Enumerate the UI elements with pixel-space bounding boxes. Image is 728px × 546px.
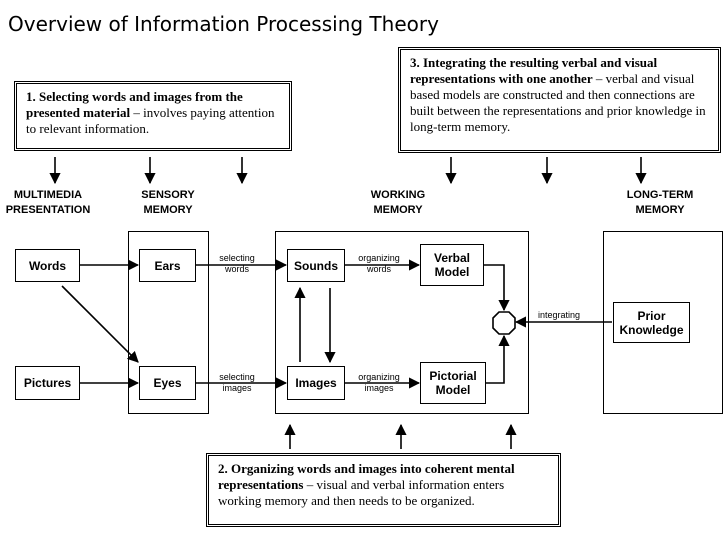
label-integrating: integrating — [537, 310, 581, 320]
label-working-memory: WORKING MEMORY — [352, 188, 444, 218]
label-selecting-words: selecting words — [212, 253, 262, 275]
node-ears: Ears — [139, 249, 196, 282]
label-working-line2: MEMORY — [373, 204, 423, 216]
label-organizing-words: organizing words — [350, 253, 408, 275]
organizing-images-line1: organizing — [358, 372, 400, 382]
callout-integrating-heading: 3. Integrating the resulting verbal and … — [410, 55, 658, 86]
arrow-pictorial-integrate — [486, 334, 510, 384]
selecting-images-line1: selecting — [219, 372, 255, 382]
prior-knowledge-line1: Prior — [637, 308, 666, 323]
callout-organizing-heading: 2. Organizing words and images into cohe… — [218, 461, 515, 492]
organizing-words-line1: organizing — [358, 253, 400, 263]
label-working-line1: WORKING — [370, 189, 426, 201]
node-verbal-model: Verbal Model — [420, 244, 484, 286]
arrow-verbal-integrate — [484, 264, 510, 312]
label-sensory-line1: SENSORY — [141, 189, 195, 201]
node-pictorial-model: Pictorial Model — [420, 362, 486, 404]
verbal-model-line1: Verbal — [433, 251, 471, 265]
organizing-images-line2: images — [364, 383, 394, 393]
label-multimedia-line1: MULTIMEDIA — [13, 189, 83, 201]
label-organizing-images: organizing images — [350, 372, 408, 394]
node-pictures: Pictures — [15, 366, 80, 400]
node-prior-knowledge: Prior Knowledge — [613, 302, 690, 343]
selecting-words-line2: words — [224, 264, 249, 274]
callout-selecting-heading: 1. Selecting words and images from the p… — [26, 89, 243, 120]
selecting-words-line1: selecting — [219, 253, 255, 263]
label-multimedia-presentation: MULTIMEDIA PRESENTATION — [0, 188, 96, 218]
label-long-term-memory: LONG-TERM MEMORY — [610, 188, 710, 218]
callout-selecting: 1. Selecting words and images from the p… — [14, 81, 292, 151]
node-images: Images — [287, 366, 345, 400]
sensory-memory-zone — [128, 231, 209, 414]
callout-selecting-text: – involves paying attention to relevant … — [26, 105, 275, 136]
node-eyes: Eyes — [139, 366, 196, 400]
callout-integrating-text: – verbal and visual based models are con… — [410, 71, 706, 134]
prior-knowledge-line2: Knowledge — [619, 322, 684, 337]
callout-integrating: 3. Integrating the resulting verbal and … — [398, 47, 721, 153]
node-sounds: Sounds — [287, 249, 345, 282]
node-words: Words — [15, 249, 80, 282]
selecting-images-line2: images — [222, 383, 252, 393]
integration-node — [492, 311, 516, 335]
slide-title: Overview of Information Processing Theor… — [8, 12, 439, 36]
label-sensory-memory: SENSORY MEMORY — [124, 188, 212, 218]
organizing-words-line2: words — [366, 264, 391, 274]
callout-organizing-text: – visual and verbal information enters w… — [218, 477, 505, 508]
pictorial-model-line1: Pictorial — [429, 369, 477, 383]
label-longterm-line1: LONG-TERM — [626, 189, 694, 201]
callout-organizing: 2. Organizing words and images into cohe… — [206, 453, 561, 527]
label-longterm-line2: MEMORY — [635, 204, 685, 216]
label-selecting-images: selecting images — [212, 372, 262, 394]
verbal-model-line2: Model — [434, 265, 470, 279]
label-multimedia-line2: PRESENTATION — [5, 204, 91, 216]
arrow-words-eyes — [61, 285, 139, 363]
pictorial-model-line2: Model — [435, 383, 471, 397]
label-sensory-line2: MEMORY — [143, 204, 193, 216]
